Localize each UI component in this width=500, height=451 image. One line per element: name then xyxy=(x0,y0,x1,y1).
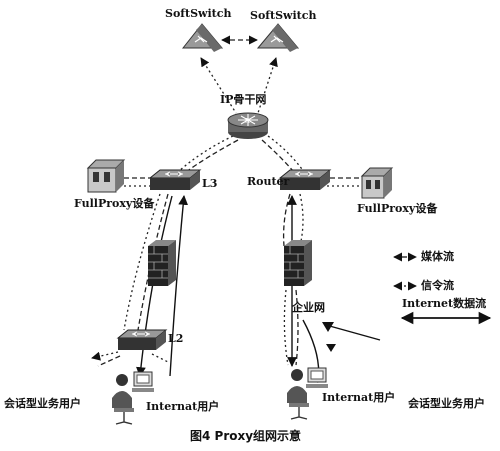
link-router-firewall-b xyxy=(299,193,304,247)
fullproxy-right-label: FullProxy设备 xyxy=(357,202,438,215)
internet-user-left-label: Internat用户 xyxy=(146,400,220,413)
internet-arrowhead-2 xyxy=(326,344,336,352)
link-router-firewall-a xyxy=(282,193,291,247)
link-backbone-l3-b xyxy=(177,135,234,173)
ip-backbone-label: IP骨干网 xyxy=(220,93,267,106)
internet-link-left-a xyxy=(169,195,189,377)
link-l2-session-a xyxy=(91,351,119,361)
internet-link-right-c xyxy=(325,324,381,341)
softswitch-right-icon xyxy=(256,23,300,52)
link-l3-l2-b xyxy=(123,193,161,331)
figure-caption: 图4 Proxy组网示意 xyxy=(190,429,302,443)
internet-arrowhead xyxy=(322,322,334,332)
l3-switch-icon xyxy=(148,169,202,190)
fullproxy-right-icon xyxy=(360,167,394,199)
session-user-right-label: 会话型业务用户 xyxy=(408,397,485,410)
link-l2-session-b xyxy=(97,355,121,367)
router-label: Router xyxy=(247,175,290,188)
link-l3-l2-a xyxy=(137,193,169,331)
enterprise-net-label: 企业网 xyxy=(292,301,325,314)
fullproxy-left-icon xyxy=(86,159,126,193)
link-softswitch-left-backbone xyxy=(200,57,237,114)
legend-internet-label: Internet数据流 xyxy=(402,297,487,310)
session-user-left-label: 会话型业务用户 xyxy=(4,397,81,410)
backbone-router-icon: R xyxy=(227,112,269,139)
internet-data-links xyxy=(136,195,381,383)
link-backbone-l3-a xyxy=(185,139,239,173)
user-right-icon xyxy=(287,367,328,420)
l2-label: L2 xyxy=(168,332,184,345)
l2-switch-icon xyxy=(116,329,168,350)
user-left-icon xyxy=(112,371,154,425)
fullproxy-left-label: FullProxy设备 xyxy=(74,197,155,210)
legend-arrows xyxy=(393,252,492,325)
l3-label: L3 xyxy=(202,177,218,190)
softswitch-left-label: SoftSwitch xyxy=(165,7,232,20)
svg-text:R: R xyxy=(245,117,250,125)
softswitch-left-icon xyxy=(181,23,224,52)
link-backbone-router-b xyxy=(267,135,305,173)
internet-user-right-label: Internat用户 xyxy=(322,391,396,404)
firewall-right-icon xyxy=(284,240,312,286)
router-switch-icon xyxy=(278,169,332,190)
link-l2-right xyxy=(151,353,169,363)
link-firewall-user-right-a xyxy=(283,289,289,366)
legend-signaling-label: 信令流 xyxy=(421,279,454,292)
legend-media-label: 媒体流 xyxy=(421,250,454,263)
firewall-left-icon xyxy=(148,240,176,286)
link-backbone-router-a xyxy=(261,139,295,173)
softswitch-right-label: SoftSwitch xyxy=(250,9,317,22)
